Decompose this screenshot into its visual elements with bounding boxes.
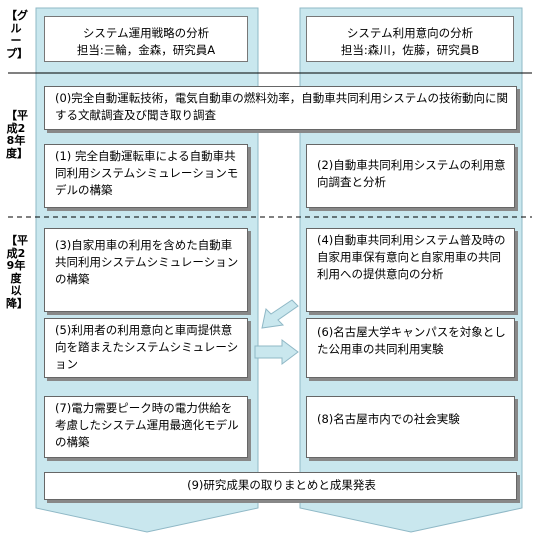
group-label: 【グループ】 xyxy=(6,9,28,60)
arrow-4-to-5 xyxy=(261,299,299,329)
left-column-staff: 担当:三輪，金森，研究員A xyxy=(76,43,216,57)
task-8-box: (8)名古屋市内での社会実験 xyxy=(306,396,515,458)
left-column-title: システム運用戦略の分析 xyxy=(82,26,210,40)
task-4-box: (4)自動車共同利用システム普及時の自家用車保有意向と自家用車の共同利用への提供… xyxy=(306,228,515,312)
task-9-box: (9)研究成果の取りまとめと成果発表 xyxy=(44,472,517,500)
task-7-box: (7)電力需要ピーク時の電力供給を考慮したシステム運用最適化モデルの構築 xyxy=(44,396,248,458)
task-0-box: (0)完全自動運転技術，電気自動車の燃料効率，自動車共同利用システムの技術動向に… xyxy=(44,86,517,130)
fy28-label: 【平成28年度】 xyxy=(6,109,28,160)
arrow-5-to-6 xyxy=(254,339,299,365)
right-column-staff: 担当:森川，佐藤，研究員B xyxy=(340,43,480,57)
task-3-box: (3)自家用車の利用を含めた自動車共同利用システムシミュレーションの構築 xyxy=(44,228,248,312)
task-2-box: (2)自動車共同利用システムの利用意向調査と分析 xyxy=(306,144,515,208)
right-column-title: システム利用意向の分析 xyxy=(346,26,474,40)
left-column-header: システム運用戦略の分析 担当:三輪，金森，研究員A xyxy=(44,16,248,62)
task-5-box: (5)利用者の利用意向と車両提供意向を踏まえたシステムシミュレーション xyxy=(44,318,248,378)
task-6-box: (6)名古屋大学キャンパスを対象とした公用車の共同利用実験 xyxy=(306,318,515,378)
right-column-header: システム利用意向の分析 担当:森川，佐藤，研究員B xyxy=(306,16,514,62)
fy29-label: 【平成29年度以降】 xyxy=(6,234,28,310)
task-1-box: (1) 完全自動運転車による自動車共同利用システムシミュレーションモデルの構築 xyxy=(44,144,248,208)
